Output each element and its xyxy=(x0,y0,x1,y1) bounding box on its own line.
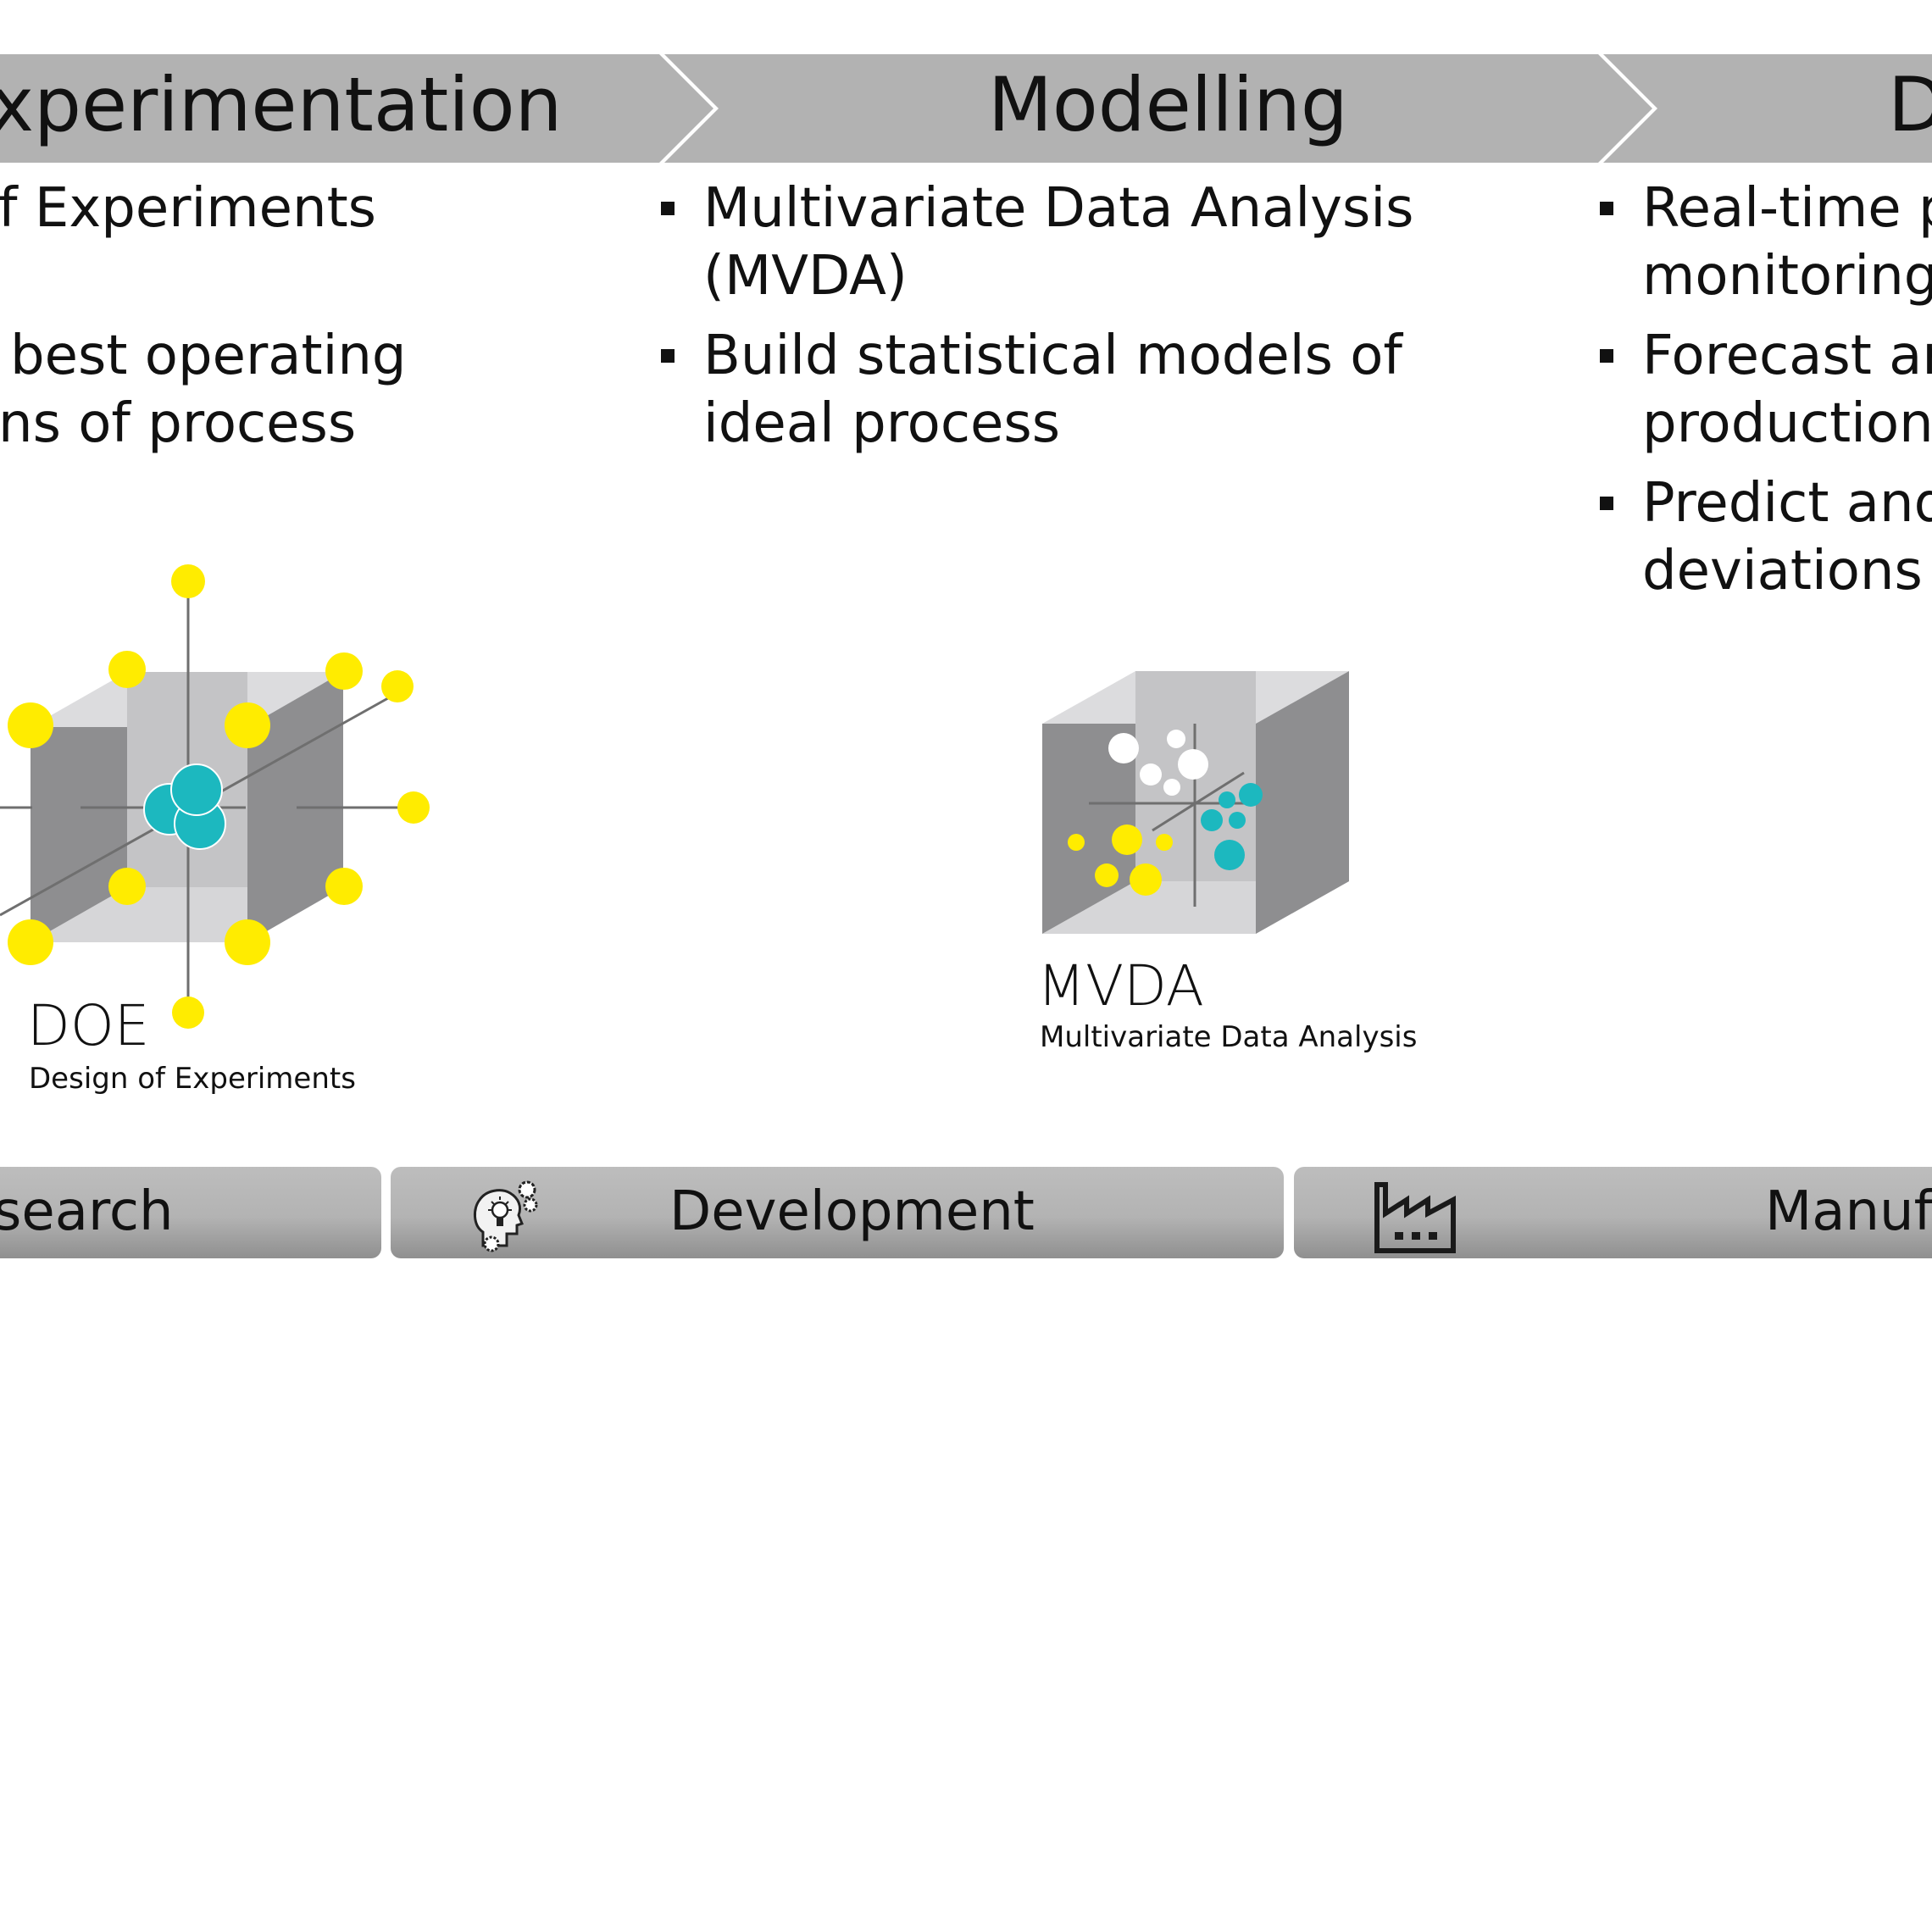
teal-cluster-points xyxy=(1201,783,1263,870)
stage-title-modelling: Modelling xyxy=(988,61,1348,148)
cube-right-face xyxy=(247,672,343,942)
mvda-full-name: Multivariate Data Analysis xyxy=(1040,1020,1418,1054)
phase-bar-research xyxy=(0,1167,381,1258)
bullet-square-icon xyxy=(1600,497,1613,510)
modelling-bullets: Multivariate Data Analysis (MVDA) Build … xyxy=(661,175,1414,469)
head-lightbulb-gears-icon xyxy=(474,1180,538,1252)
mvda-abbreviation: MVDA xyxy=(1037,953,1204,1019)
doe-cube-graphic xyxy=(0,564,430,1029)
cube-left-face xyxy=(31,727,127,942)
stage-title-experimentation: xperimentation xyxy=(0,61,563,148)
phase-label-development: Development xyxy=(669,1180,1035,1243)
chevron-deployment xyxy=(1603,54,1932,163)
bullet-line: Multivariate Data Analysis xyxy=(703,177,1414,240)
bullet-line: deviations i xyxy=(1642,540,1932,602)
bullet-line: ideal process xyxy=(703,392,1061,455)
yellow-design-points xyxy=(8,564,430,1029)
bullet-line: f Experiments xyxy=(0,177,376,240)
bullet-item: f Experiments xyxy=(0,175,407,242)
bullet-square-icon xyxy=(661,349,675,363)
phase-label-manufacturing: Manufa xyxy=(1765,1180,1932,1243)
yellow-cluster-points xyxy=(1068,824,1173,896)
bullet-item: Real-time p monitoring xyxy=(1600,175,1932,310)
bullet-square-icon xyxy=(661,202,675,215)
bullet-line: monitoring xyxy=(1642,245,1932,308)
bullet-square-icon xyxy=(1600,349,1613,363)
bullet-line: best operating xyxy=(10,325,407,387)
bullet-line: ns of process xyxy=(0,392,357,455)
bullet-line: Build statistical models of xyxy=(703,325,1402,387)
process-chevron-bar xyxy=(0,54,1932,163)
cube-right-face xyxy=(1256,671,1349,934)
deployment-bullets: Real-time p monitoring Forecast ar produ… xyxy=(1600,175,1932,617)
stage-title-deployment: D xyxy=(1888,61,1932,148)
phase-bar-development xyxy=(391,1167,1284,1258)
phase-bar-manufacturing xyxy=(1294,1167,1932,1258)
doe-abbreviation: DOE xyxy=(27,993,150,1058)
bullet-line: Forecast ar xyxy=(1642,325,1932,387)
bullet-line: Real-time p xyxy=(1642,177,1932,240)
chevron-modelling xyxy=(664,54,1652,163)
bullet-item: Multivariate Data Analysis (MVDA) xyxy=(661,175,1414,310)
phase-label-research: search xyxy=(0,1180,174,1243)
factory-icon xyxy=(1374,1182,1456,1253)
mvda-cube-graphic xyxy=(1042,671,1349,934)
bullet-line: Predict and xyxy=(1642,472,1932,535)
bullet-line: production xyxy=(1642,392,1932,455)
bullet-item: Build statistical models of ideal proces… xyxy=(661,322,1414,458)
bullet-item: best operating ns of process xyxy=(0,322,407,458)
bullet-item: Forecast ar production xyxy=(1600,322,1932,458)
bullet-item: Predict and deviations i xyxy=(1600,469,1932,605)
experimentation-bullets: f Experiments best operating ns of proce… xyxy=(0,175,407,469)
teal-center-points xyxy=(143,763,226,850)
chevron-experimentation xyxy=(0,54,713,163)
white-cluster-points xyxy=(1108,730,1208,796)
bullet-square-icon xyxy=(1600,202,1613,215)
doe-full-name: Design of Experiments xyxy=(29,1062,356,1096)
bullet-line: (MVDA) xyxy=(703,245,908,308)
